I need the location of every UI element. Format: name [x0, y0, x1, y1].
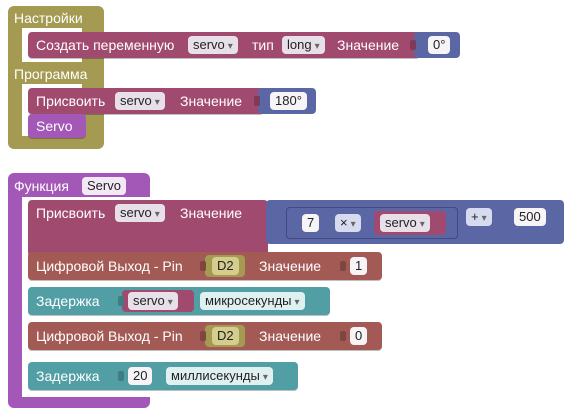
digital-out-2-value-label: Значение [259, 328, 322, 344]
digital-out-2-label: Цифровой Выход - Pin [36, 328, 183, 344]
multiply-operator-dropdown[interactable]: × [335, 214, 361, 232]
servo-call-label: Servo [36, 118, 73, 134]
function-title: Функция [14, 178, 69, 194]
setup-title: Настройки [14, 10, 83, 26]
factor-input[interactable]: 7 [302, 214, 320, 232]
program-title: Программа [14, 66, 88, 82]
digital-out-1-value-label: Значение [259, 258, 322, 274]
create-variable-value-label: Значение [337, 37, 400, 53]
delay-2-amount-input[interactable]: 20 [128, 367, 153, 385]
program-assign-value-label: Значение [180, 93, 243, 109]
servo-call-block[interactable] [28, 114, 86, 138]
operand-variable-dropdown[interactable]: servo [380, 214, 430, 232]
digital-out-2-pin-input[interactable]: D2 [212, 327, 239, 345]
type-dropdown[interactable]: long [282, 36, 325, 54]
function-assign-label: Присвоить [36, 205, 106, 221]
delay-2-label: Задержка [36, 368, 100, 384]
program-assign-label: Присвоить [36, 93, 106, 109]
socket-notch [340, 261, 346, 271]
socket-notch [118, 371, 124, 381]
create-variable-label: Создать переменную [36, 37, 175, 53]
digital-out-2-value-input[interactable]: 0 [350, 327, 368, 345]
socket-notch [254, 96, 260, 106]
socket-notch [410, 40, 416, 50]
delay-2-unit-dropdown[interactable]: миллисекунды [166, 367, 273, 385]
socket-notch [118, 296, 124, 306]
addend-input[interactable]: 500 [514, 208, 546, 226]
type-label: тип [252, 37, 274, 53]
digital-out-1-pin-input[interactable]: D2 [212, 257, 239, 275]
digital-out-1-value-input[interactable]: 1 [350, 257, 368, 275]
delay-1-label: Задержка [36, 293, 100, 309]
program-assign-value-input[interactable]: 180° [270, 92, 307, 110]
delay-1-unit-dropdown[interactable]: микросекунды [200, 292, 305, 310]
digital-out-1-label: Цифровой Выход - Pin [36, 258, 183, 274]
create-variable-value-input[interactable]: 0° [428, 36, 451, 54]
variable-name-dropdown[interactable]: servo [188, 36, 238, 54]
socket-notch [340, 331, 346, 341]
add-operator-dropdown[interactable]: + [466, 208, 492, 226]
function-assign-variable-dropdown[interactable]: servo [115, 204, 165, 222]
socket-notch [200, 261, 206, 271]
function-assign-value-label: Значение [180, 205, 243, 221]
program-assign-variable-dropdown[interactable]: servo [115, 92, 165, 110]
delay-1-variable-dropdown[interactable]: servo [128, 292, 178, 310]
socket-notch [200, 331, 206, 341]
function-name-input[interactable]: Servo [82, 177, 126, 195]
